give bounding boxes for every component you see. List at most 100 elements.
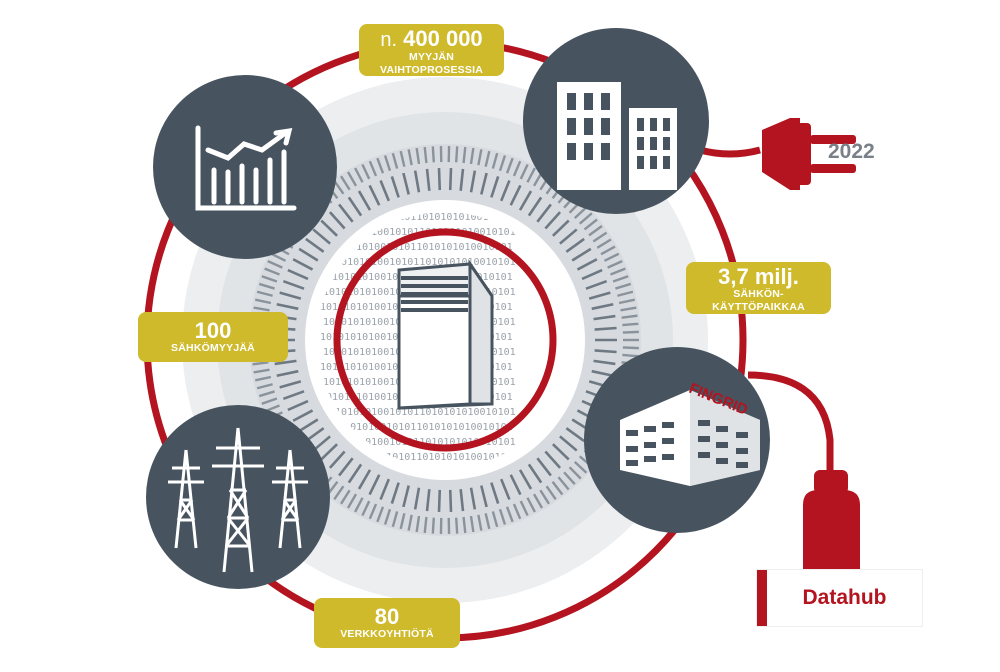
tick-mark <box>594 349 617 354</box>
tick-mark <box>368 474 381 496</box>
tick-mark <box>274 359 297 366</box>
fingrid-building-icon: FINGRID <box>620 380 760 486</box>
tick-mark <box>423 146 428 164</box>
tick-mark <box>258 390 275 398</box>
tick-mark <box>254 298 272 305</box>
tick-mark <box>484 150 491 167</box>
tick-mark <box>518 469 533 490</box>
tick-mark <box>610 267 626 276</box>
tick-mark <box>298 418 319 433</box>
tick-mark <box>526 167 536 183</box>
tick-mark <box>462 146 467 164</box>
tick-mark <box>536 203 552 223</box>
tick-mark <box>505 506 514 523</box>
tick-mark <box>490 482 500 504</box>
tick-mark <box>354 167 364 183</box>
tick-mark <box>383 155 392 172</box>
tick-mark <box>354 497 364 513</box>
connector-icon <box>747 371 860 570</box>
tick-mark <box>490 176 500 198</box>
tick-mark <box>573 460 588 474</box>
tick-mark <box>618 298 636 305</box>
tick-mark <box>498 508 507 525</box>
tick-mark <box>431 146 436 163</box>
tick-mark <box>312 435 331 452</box>
tick-mark <box>573 206 588 220</box>
tick-mark <box>454 517 459 534</box>
tick-mark <box>264 267 280 276</box>
tick-mark <box>617 290 634 297</box>
tick-mark <box>615 282 632 290</box>
power-towers-circle <box>146 405 330 589</box>
tick-mark <box>477 514 483 531</box>
tick-mark <box>527 196 543 217</box>
tick-mark <box>499 478 511 500</box>
tick-mark <box>539 489 550 505</box>
tick-mark <box>391 511 399 528</box>
tick-mark <box>402 172 410 195</box>
tick-mark <box>593 359 616 366</box>
tick-mark <box>622 346 639 350</box>
tick-mark <box>431 517 436 534</box>
tick-mark <box>462 516 467 534</box>
metering-points-label: 3,7 milj. SÄHKÖN- KÄYTTÖPAIKKAA <box>686 262 831 314</box>
tick-mark <box>256 383 273 390</box>
tick-mark <box>368 160 378 177</box>
tick-mark <box>407 149 413 166</box>
tick-mark <box>305 237 325 253</box>
electricity-sellers-value: 100 <box>194 318 232 343</box>
tick-mark <box>320 219 339 237</box>
tick-mark <box>612 275 629 283</box>
tick-mark <box>415 515 421 533</box>
tick-mark <box>423 516 428 534</box>
tick-mark <box>413 170 421 193</box>
tick-mark <box>333 180 345 195</box>
sellers-process-value: 400 000 <box>403 26 483 51</box>
tick-mark <box>312 228 331 245</box>
tick-mark <box>253 306 270 312</box>
sellers-process-line1: MYYJÄN <box>409 51 454 63</box>
binary-row: 10101010100101011010101010010101 <box>320 452 513 463</box>
tick-mark <box>346 171 358 187</box>
tick-mark <box>621 314 638 319</box>
tick-mark <box>499 180 511 202</box>
tick-mark <box>591 302 614 311</box>
network-companies-line1: VERKKOYHTIÖTÄ <box>340 628 434 640</box>
tick-mark <box>368 503 378 520</box>
tick-mark <box>544 450 562 469</box>
binary-row: 10101010100101011010101010010101 <box>320 242 513 253</box>
metering-points-value: 3,7 milj. <box>718 264 799 289</box>
tick-mark <box>454 146 459 163</box>
tick-mark <box>425 489 431 512</box>
tick-mark <box>399 150 406 167</box>
tick-mark <box>498 155 507 172</box>
tick-mark <box>253 368 270 374</box>
tick-mark <box>292 409 314 422</box>
tick-mark <box>559 228 578 245</box>
tick-mark <box>383 508 392 525</box>
tick-mark <box>536 457 552 477</box>
datahub-box: Datahub <box>757 570 922 626</box>
tick-mark <box>340 175 351 191</box>
tick-mark <box>267 259 283 269</box>
plug-icon <box>699 118 856 190</box>
tick-mark <box>469 147 475 165</box>
tick-mark <box>596 238 612 249</box>
tick-mark <box>620 306 637 312</box>
power-towers-icon <box>168 427 308 573</box>
tick-mark <box>279 380 302 389</box>
tick-mark <box>390 482 400 504</box>
tick-mark <box>376 506 385 523</box>
tick-mark <box>328 211 346 230</box>
tick-mark <box>551 443 570 461</box>
tick-mark <box>557 476 570 491</box>
tick-mark <box>276 302 299 311</box>
tick-mark <box>559 435 578 452</box>
tick-mark <box>459 489 465 512</box>
tick-mark <box>480 485 488 508</box>
tick-ring-inner <box>273 168 617 512</box>
tick-mark <box>361 500 371 517</box>
tick-mark <box>437 489 442 512</box>
tick-mark <box>402 485 410 508</box>
